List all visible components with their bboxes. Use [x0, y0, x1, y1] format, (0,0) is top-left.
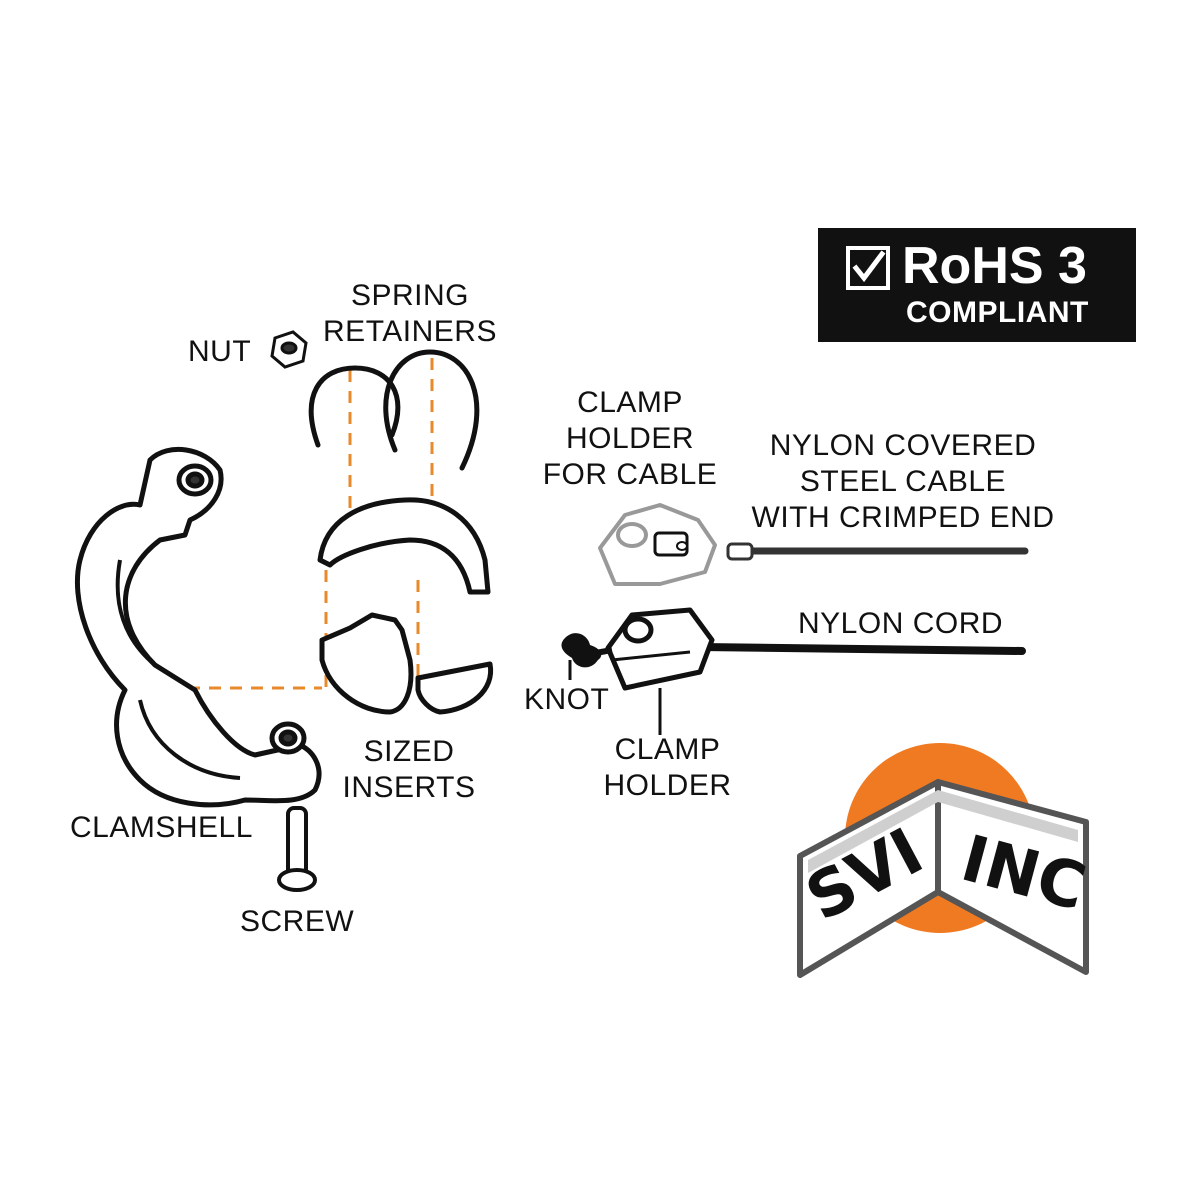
clamp-holder-label: CLAMP HOLDER [603, 733, 732, 802]
spring-retainers-label: SPRING RETAINERS [323, 279, 497, 348]
knot-label: KNOT [524, 683, 610, 716]
screw-label: SCREW [240, 905, 355, 938]
assembly-guide-lines [188, 358, 434, 690]
clamshell-part [74, 446, 322, 808]
clamp-holder-part [605, 607, 1026, 735]
nut-part [270, 330, 308, 369]
knot-part [561, 633, 613, 668]
rohs-subtitle: COMPLIANT [906, 296, 1089, 329]
rohs-title: RoHS 3 [902, 237, 1087, 295]
sized-inserts-label: SIZED INSERTS [342, 735, 476, 804]
rohs-badge: RoHS 3 COMPLIANT [818, 228, 1136, 342]
nut-label: NUT [188, 335, 252, 368]
sized-inserts-part [317, 497, 494, 715]
clamp-holder-for-cable-part [598, 503, 717, 586]
checkbox-icon [846, 246, 890, 290]
nylon-cord-label: NYLON CORD [798, 607, 1004, 640]
svi-inc-logo [797, 743, 1089, 978]
nylon-covered-cable-label: NYLON COVERED STEEL CABLE WITH CRIMPED E… [751, 429, 1055, 534]
clamp-holder-for-cable-label: CLAMP HOLDER FOR CABLE [542, 386, 718, 491]
clamshell-label: CLAMSHELL [70, 811, 253, 844]
screw-part [277, 806, 317, 892]
spring-retainers-part [308, 349, 480, 471]
steel-cable-part [726, 542, 1029, 561]
